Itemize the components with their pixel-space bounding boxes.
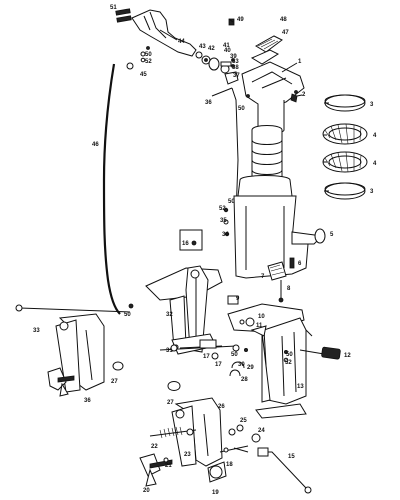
- callout-39: 39: [230, 54, 237, 60]
- callout-24: 24: [258, 428, 265, 434]
- clamp-bracket-right: [227, 303, 341, 419]
- callout-16: 16: [182, 241, 189, 247]
- housing-small-parts: [179, 93, 326, 303]
- callout-22: 22: [151, 444, 158, 450]
- callout-37: 37: [233, 73, 240, 79]
- callout-44: 44: [178, 39, 185, 45]
- callout-50-left: 50: [124, 312, 131, 318]
- callout-17-lower: 17: [215, 362, 222, 368]
- callout-50-mid: 50: [228, 199, 235, 205]
- callout-41: 41: [223, 43, 230, 49]
- callout-29: 29: [247, 365, 254, 371]
- callout-28-right: 28: [241, 377, 248, 383]
- callout-49: 49: [237, 17, 244, 23]
- leader-lines: [159, 18, 329, 453]
- callout-3-top: 3: [370, 102, 374, 108]
- callout-34: 34: [222, 232, 229, 238]
- swivel-center-parts: [170, 339, 248, 377]
- callout-48: 48: [280, 17, 287, 23]
- callout-12: 12: [344, 353, 351, 359]
- callout-52-mid: 52: [219, 206, 226, 212]
- callout-17-center: 17: [203, 354, 210, 360]
- callout-18: 18: [226, 462, 233, 468]
- top-cover: [250, 35, 283, 65]
- callout-38: 38: [232, 65, 239, 71]
- callout-2: 2: [302, 92, 306, 98]
- callout-50-rod: 50: [238, 106, 245, 112]
- callout-13: 13: [297, 384, 304, 390]
- callout-25: 25: [240, 418, 247, 424]
- callout-32: 32: [166, 312, 173, 318]
- callout-15: 15: [288, 454, 295, 460]
- callout-4-lower: 4: [373, 161, 377, 167]
- callout-26: 26: [218, 404, 225, 410]
- callout-40: 40: [224, 48, 231, 54]
- callout-27-lower: 27: [167, 400, 174, 406]
- callout-labels: 51 44 49 48 47 43 42 41 40 39 53 38 37 5…: [33, 5, 377, 496]
- callout-36-left: 36: [84, 398, 91, 404]
- callout-8: 8: [287, 286, 291, 292]
- callout-30: 30: [238, 362, 245, 368]
- shift-cable: [102, 63, 121, 315]
- transom-clamp-lower: [139, 381, 312, 494]
- callout-7: 7: [261, 274, 265, 280]
- callout-36-rod: 36: [205, 100, 212, 106]
- callout-52-right: 52: [285, 360, 292, 366]
- callout-31: 31: [166, 348, 173, 354]
- callout-3-bottom: 3: [370, 189, 374, 195]
- callout-23: 23: [184, 452, 191, 458]
- callout-51: 51: [110, 5, 117, 11]
- callout-50-top: 50: [145, 52, 152, 58]
- callout-11: 11: [256, 323, 263, 329]
- shift-rod: [211, 87, 239, 237]
- callout-5: 5: [330, 232, 334, 238]
- callout-6: 6: [298, 261, 302, 267]
- callout-20: 20: [143, 488, 150, 494]
- swivel-bracket: [128, 265, 239, 355]
- callout-19: 19: [212, 490, 219, 496]
- driveshaft-housing: [233, 61, 324, 279]
- callout-10: 10: [258, 314, 265, 320]
- callout-43: 43: [199, 44, 206, 50]
- callout-50-right: 50: [286, 352, 293, 358]
- callout-27-left: 27: [111, 379, 118, 385]
- steering-handle: [115, 8, 197, 57]
- callout-52-top: 52: [145, 59, 152, 65]
- callout-50-center: 50: [231, 352, 238, 358]
- callout-35: 35: [220, 218, 227, 224]
- clamp-bracket-left: [15, 304, 131, 397]
- callout-33: 33: [33, 328, 40, 334]
- callout-47: 47: [282, 30, 289, 36]
- bearing-rings: [322, 94, 368, 200]
- callout-53: 53: [232, 59, 239, 65]
- callout-21: 21: [165, 463, 172, 469]
- callout-42: 42: [208, 46, 215, 52]
- throttle-linkage-parts: [126, 18, 239, 85]
- callout-9: 9: [236, 296, 240, 302]
- callout-1: 1: [298, 59, 302, 65]
- callout-46: 46: [92, 142, 99, 148]
- callout-4-upper: 4: [373, 133, 377, 139]
- callout-45: 45: [140, 72, 147, 78]
